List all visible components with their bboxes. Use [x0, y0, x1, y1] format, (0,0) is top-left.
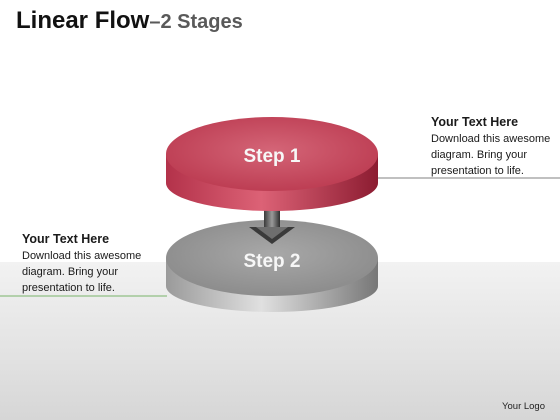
- logo-placeholder: Your Logo: [502, 401, 545, 412]
- page-title: Linear Flow–2 Stages: [16, 4, 243, 41]
- stage-2-label: Step 2: [243, 251, 300, 272]
- stage-2-disc: [166, 220, 378, 312]
- title-sub: 2 Stages: [160, 11, 243, 33]
- title-dash: –: [149, 11, 161, 33]
- callout-left-heading: Your Text Here: [22, 232, 110, 246]
- connector-arrow: [249, 208, 295, 244]
- callout-right: Your Text Here Download this awesome dia…: [431, 114, 560, 179]
- callout-left-body: Download this awesome diagram. Bring you…: [22, 250, 142, 294]
- stage-1-disc: [166, 117, 378, 211]
- callout-right-heading: Your Text Here: [431, 115, 519, 129]
- stage-1-label: Step 1: [243, 146, 300, 167]
- callout-left: Your Text Here Download this awesome dia…: [22, 231, 152, 296]
- callout-right-body: Download this awesome diagram. Bring you…: [431, 133, 551, 177]
- title-main: Linear Flow: [16, 7, 150, 34]
